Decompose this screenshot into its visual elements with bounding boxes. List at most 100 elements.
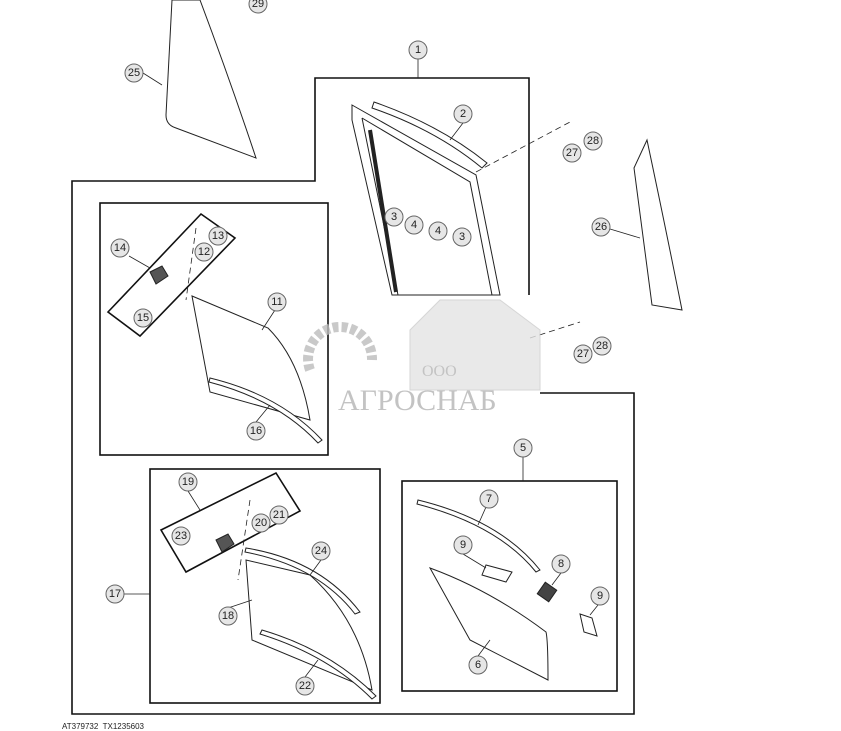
callout-circle: [591, 217, 611, 237]
callout-26: 26: [591, 217, 611, 237]
callout-circle: [269, 505, 289, 525]
callout-9: 9: [453, 535, 473, 555]
assembly-frame-1: [71, 77, 635, 715]
callout-label: 11: [271, 296, 282, 308]
callout-label: 25: [128, 67, 140, 79]
callout-circle: [453, 535, 473, 555]
hardware-box-19: [159, 471, 302, 574]
callout-label: 3: [391, 211, 397, 223]
glass-panel-25: [165, 0, 257, 159]
label-9b: [579, 613, 598, 637]
fastener-line-28-top: [475, 121, 571, 173]
callout-16: 16: [246, 421, 266, 441]
door-seal: [368, 129, 398, 293]
callout-label: 14: [114, 242, 126, 254]
callout-circle: [404, 215, 424, 235]
callout-label: 28: [596, 340, 608, 352]
callout-17: 17: [105, 584, 125, 604]
callout-label: 27: [566, 147, 578, 159]
callout-circle: [384, 207, 404, 227]
callout-21: 21: [269, 505, 289, 525]
callout-2: 2: [453, 104, 473, 124]
callout-circle: [590, 586, 610, 606]
callout-27: 27: [573, 344, 593, 364]
callout-label: 27: [577, 348, 589, 360]
callout-label: 21: [273, 509, 285, 521]
glass-panel-18: [245, 559, 373, 691]
callout-3: 3: [452, 227, 472, 247]
callout-circle: [105, 584, 125, 604]
seal-strip-16: [208, 377, 323, 444]
callout-8: 8: [551, 554, 571, 574]
callout-18: 18: [218, 606, 238, 626]
callout-label: 16: [250, 425, 262, 437]
callout-circle: [513, 438, 533, 458]
leader-lines: [124, 58, 641, 678]
callout-25: 25: [124, 63, 144, 83]
fastener-line-12: [185, 227, 197, 301]
seal-strip-7: [416, 499, 541, 573]
callout-1: 1: [408, 40, 428, 60]
callout-label: 6: [475, 659, 481, 671]
callout-circle: [267, 292, 287, 312]
callout-circle: [178, 472, 198, 492]
callout-label: 4: [411, 219, 417, 231]
callout-circle: [311, 541, 331, 561]
latch-8: [536, 581, 558, 603]
fastener-line-28-bottom: [529, 321, 581, 339]
callout-label: 2: [460, 108, 466, 120]
callout-circle: [453, 104, 473, 124]
callout-circle: [562, 143, 582, 163]
callout-label: 9: [460, 539, 466, 551]
callout-circle: [295, 676, 315, 696]
callout-28: 28: [583, 131, 603, 151]
callout-circle: [248, 0, 268, 14]
callout-19: 19: [178, 472, 198, 492]
callout-circle: [124, 63, 144, 83]
seal-strip-24: [244, 547, 361, 615]
callout-14: 14: [110, 238, 130, 258]
fastener-line-20: [237, 499, 251, 581]
watermark-prefix: ООО: [422, 363, 457, 380]
callout-circle: [468, 655, 488, 675]
callout-circle: [551, 554, 571, 574]
hardware-box-14: [106, 212, 237, 338]
callout-label: 20: [255, 517, 267, 529]
reference-code: AT379732 TX1235603: [62, 722, 144, 731]
callout-circle: [408, 40, 428, 60]
subassembly-box-5: [401, 480, 618, 692]
callout-13: 13: [208, 226, 228, 246]
callout-label: 26: [595, 221, 607, 233]
glass-panel-26: [633, 138, 683, 311]
callout-22: 22: [295, 676, 315, 696]
callout-label: 22: [299, 680, 311, 692]
callout-label: 13: [212, 230, 224, 242]
callout-4: 4: [404, 215, 424, 235]
seal-strip-22: [259, 629, 377, 700]
callout-label: 19: [182, 476, 194, 488]
callout-circle: [133, 308, 153, 328]
callout-label: 5: [520, 442, 526, 454]
label-9a: [481, 564, 513, 583]
watermark-logo: ООО АГРОСНАБ: [303, 299, 541, 417]
callout-circle: [208, 226, 228, 246]
callout-label: 4: [435, 225, 441, 237]
latch-23: [215, 533, 235, 553]
latch-14: [149, 265, 169, 285]
glass-panel-11: [191, 295, 311, 421]
callout-circle: [251, 513, 271, 533]
callout-label: 15: [137, 312, 149, 324]
callout-label: 3: [459, 231, 465, 243]
callout-label: 7: [486, 493, 492, 505]
callout-23: 23: [171, 526, 191, 546]
callout-label: 23: [175, 530, 187, 542]
callout-circle: [452, 227, 472, 247]
callout-label: 8: [558, 558, 564, 570]
callout-label: 1: [415, 44, 421, 56]
callout-28: 28: [592, 336, 612, 356]
callout-circle: [428, 221, 448, 241]
callout-label: 9: [597, 590, 603, 602]
glass-panel-6: [428, 567, 549, 681]
